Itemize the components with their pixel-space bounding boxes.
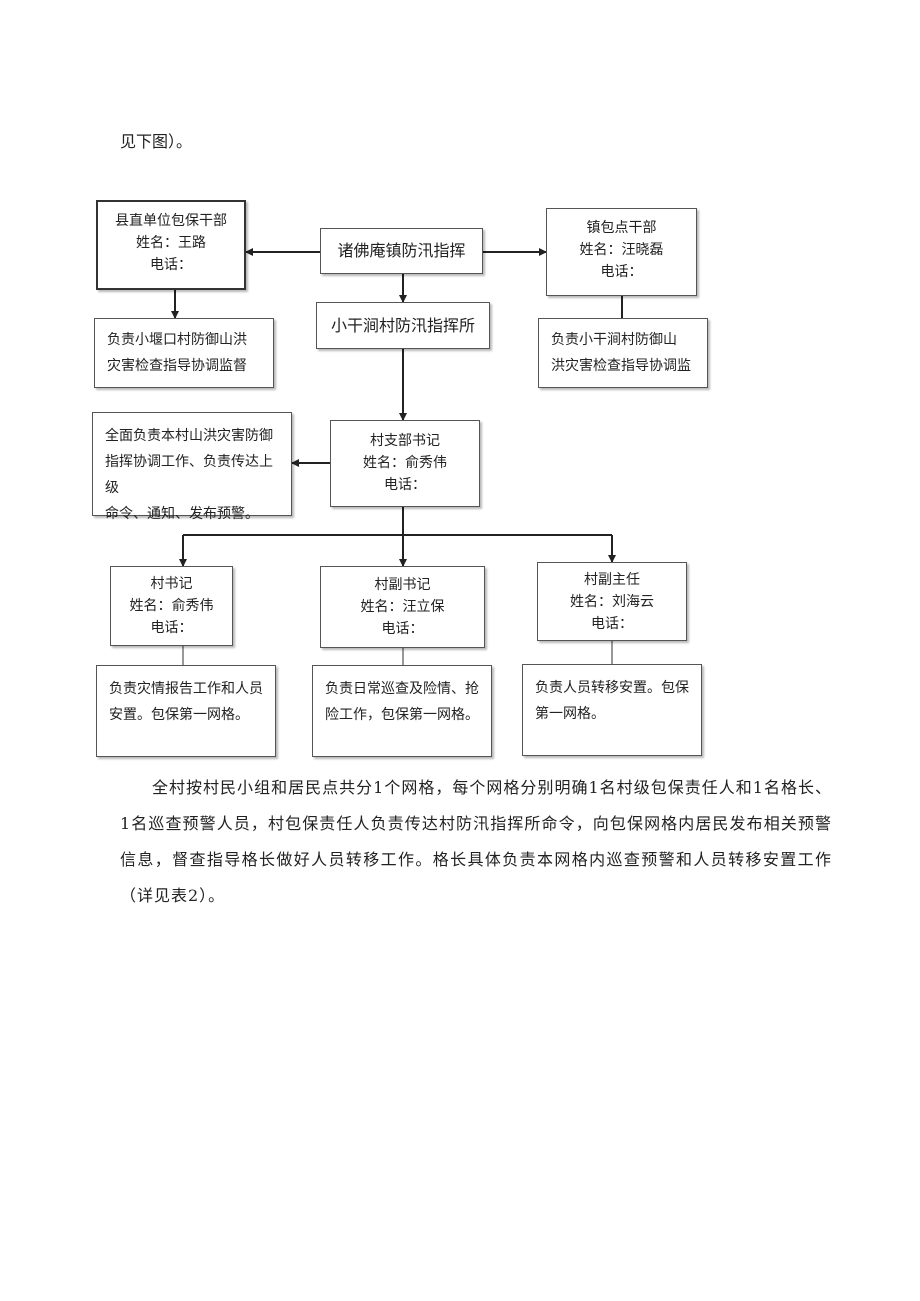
- member-3-duty-line-1: 负责人员转移安置。包保: [535, 680, 689, 696]
- secretary-duty-line-2: 指挥协调工作、负责传达上级: [105, 454, 273, 496]
- town-duty-line-2: 洪灾害检查指导协调监: [551, 358, 691, 374]
- town-cadre-phone: 电话：: [600, 264, 643, 280]
- county-cadre-phone: 电话：: [150, 257, 192, 273]
- county-cadre-name: 姓名：王路: [136, 235, 206, 251]
- member-3-name: 姓名：刘海云: [570, 594, 654, 610]
- town-hq-label: 诸佛庵镇防汛指挥: [337, 241, 466, 260]
- member-2-title: 村副书记: [374, 577, 431, 593]
- member-duty-box-1: 负责灾情报告工作和人员 安置。包保第一网格。: [96, 665, 276, 757]
- member-1-name: 姓名：俞秀伟: [129, 598, 214, 614]
- county-duty-line-1: 负责小堰口村防御山洪: [107, 332, 247, 348]
- member-2-duty-line-1: 负责日常巡查及险情、抢: [325, 681, 479, 697]
- county-cadre-title: 县直单位包保干部: [115, 213, 227, 229]
- village-hq-box: 小干涧村防汛指挥所: [316, 302, 490, 349]
- village-hq-label: 小干涧村防汛指挥所: [330, 315, 475, 335]
- member-duty-box-2: 负责日常巡查及险情、抢 险工作，包保第一网格。: [312, 665, 492, 757]
- town-duty-box: 负责小干涧村防御山 洪灾害检查指导协调监: [538, 318, 708, 388]
- secretary-phone: 电话：: [384, 477, 426, 493]
- county-duty-line-2: 灾害检查指导协调监督: [107, 358, 247, 374]
- secretary-duty-line-3: 命令、通知、发布预警。: [105, 506, 259, 522]
- member-1-duty-line-1: 负责灾情报告工作和人员: [109, 681, 263, 697]
- secretary-title: 村支部书记: [370, 433, 440, 449]
- county-cadre-box: 县直单位包保干部 姓名：王路 电话：: [96, 200, 246, 290]
- county-duty-box: 负责小堰口村防御山洪 灾害检查指导协调监督: [94, 318, 274, 388]
- member-2-phone: 电话：: [381, 621, 424, 637]
- town-duty-line-1: 负责小干涧村防御山: [551, 332, 677, 348]
- member-3-duty-line-2: 第一网格。: [535, 706, 605, 722]
- member-2-name: 姓名：汪立保: [360, 599, 445, 615]
- secretary-duty-box: 全面负责本村山洪灾害防御 指挥协调工作、负责传达上级 命令、通知、发布预警。: [92, 412, 292, 522]
- member-3-title: 村副主任: [584, 572, 640, 588]
- body-paragraph: 全村按村民小组和居民点共分1个网格，每个网格分别明确1名村级包保责任人和1名格长…: [120, 778, 832, 905]
- body-text: 全村按村民小组和居民点共分1个网格，每个网格分别明确1名村级包保责任人和1名格长…: [120, 770, 832, 914]
- member-box-2: 村副书记 姓名：汪立保 电话：: [320, 566, 485, 648]
- town-cadre-box: 镇包点干部 姓名：汪晓磊 电话：: [546, 208, 697, 296]
- intro-text: 见下图）。: [120, 132, 193, 151]
- member-duty-box-3: 负责人员转移安置。包保 第一网格。: [522, 664, 702, 756]
- secretary-box: 村支部书记 姓名：俞秀伟 电话：: [330, 420, 480, 507]
- town-cadre-name: 姓名：汪晓磊: [579, 242, 664, 258]
- member-1-duty-line-2: 安置。包保第一网格。: [109, 707, 249, 723]
- member-1-phone: 电话：: [150, 620, 193, 636]
- secretary-name: 姓名：俞秀伟: [363, 455, 447, 471]
- member-box-1: 村书记 姓名：俞秀伟 电话：: [110, 566, 233, 646]
- member-1-title: 村书记: [150, 576, 193, 592]
- member-3-phone: 电话：: [591, 616, 633, 632]
- secretary-duty-line-1: 全面负责本村山洪灾害防御: [105, 428, 273, 444]
- member-2-duty-line-2: 险工作，包保第一网格。: [325, 707, 479, 723]
- town-cadre-title: 镇包点干部: [586, 220, 657, 236]
- town-hq-box: 诸佛庵镇防汛指挥: [320, 228, 483, 274]
- member-box-3: 村副主任 姓名：刘海云 电话：: [537, 562, 687, 641]
